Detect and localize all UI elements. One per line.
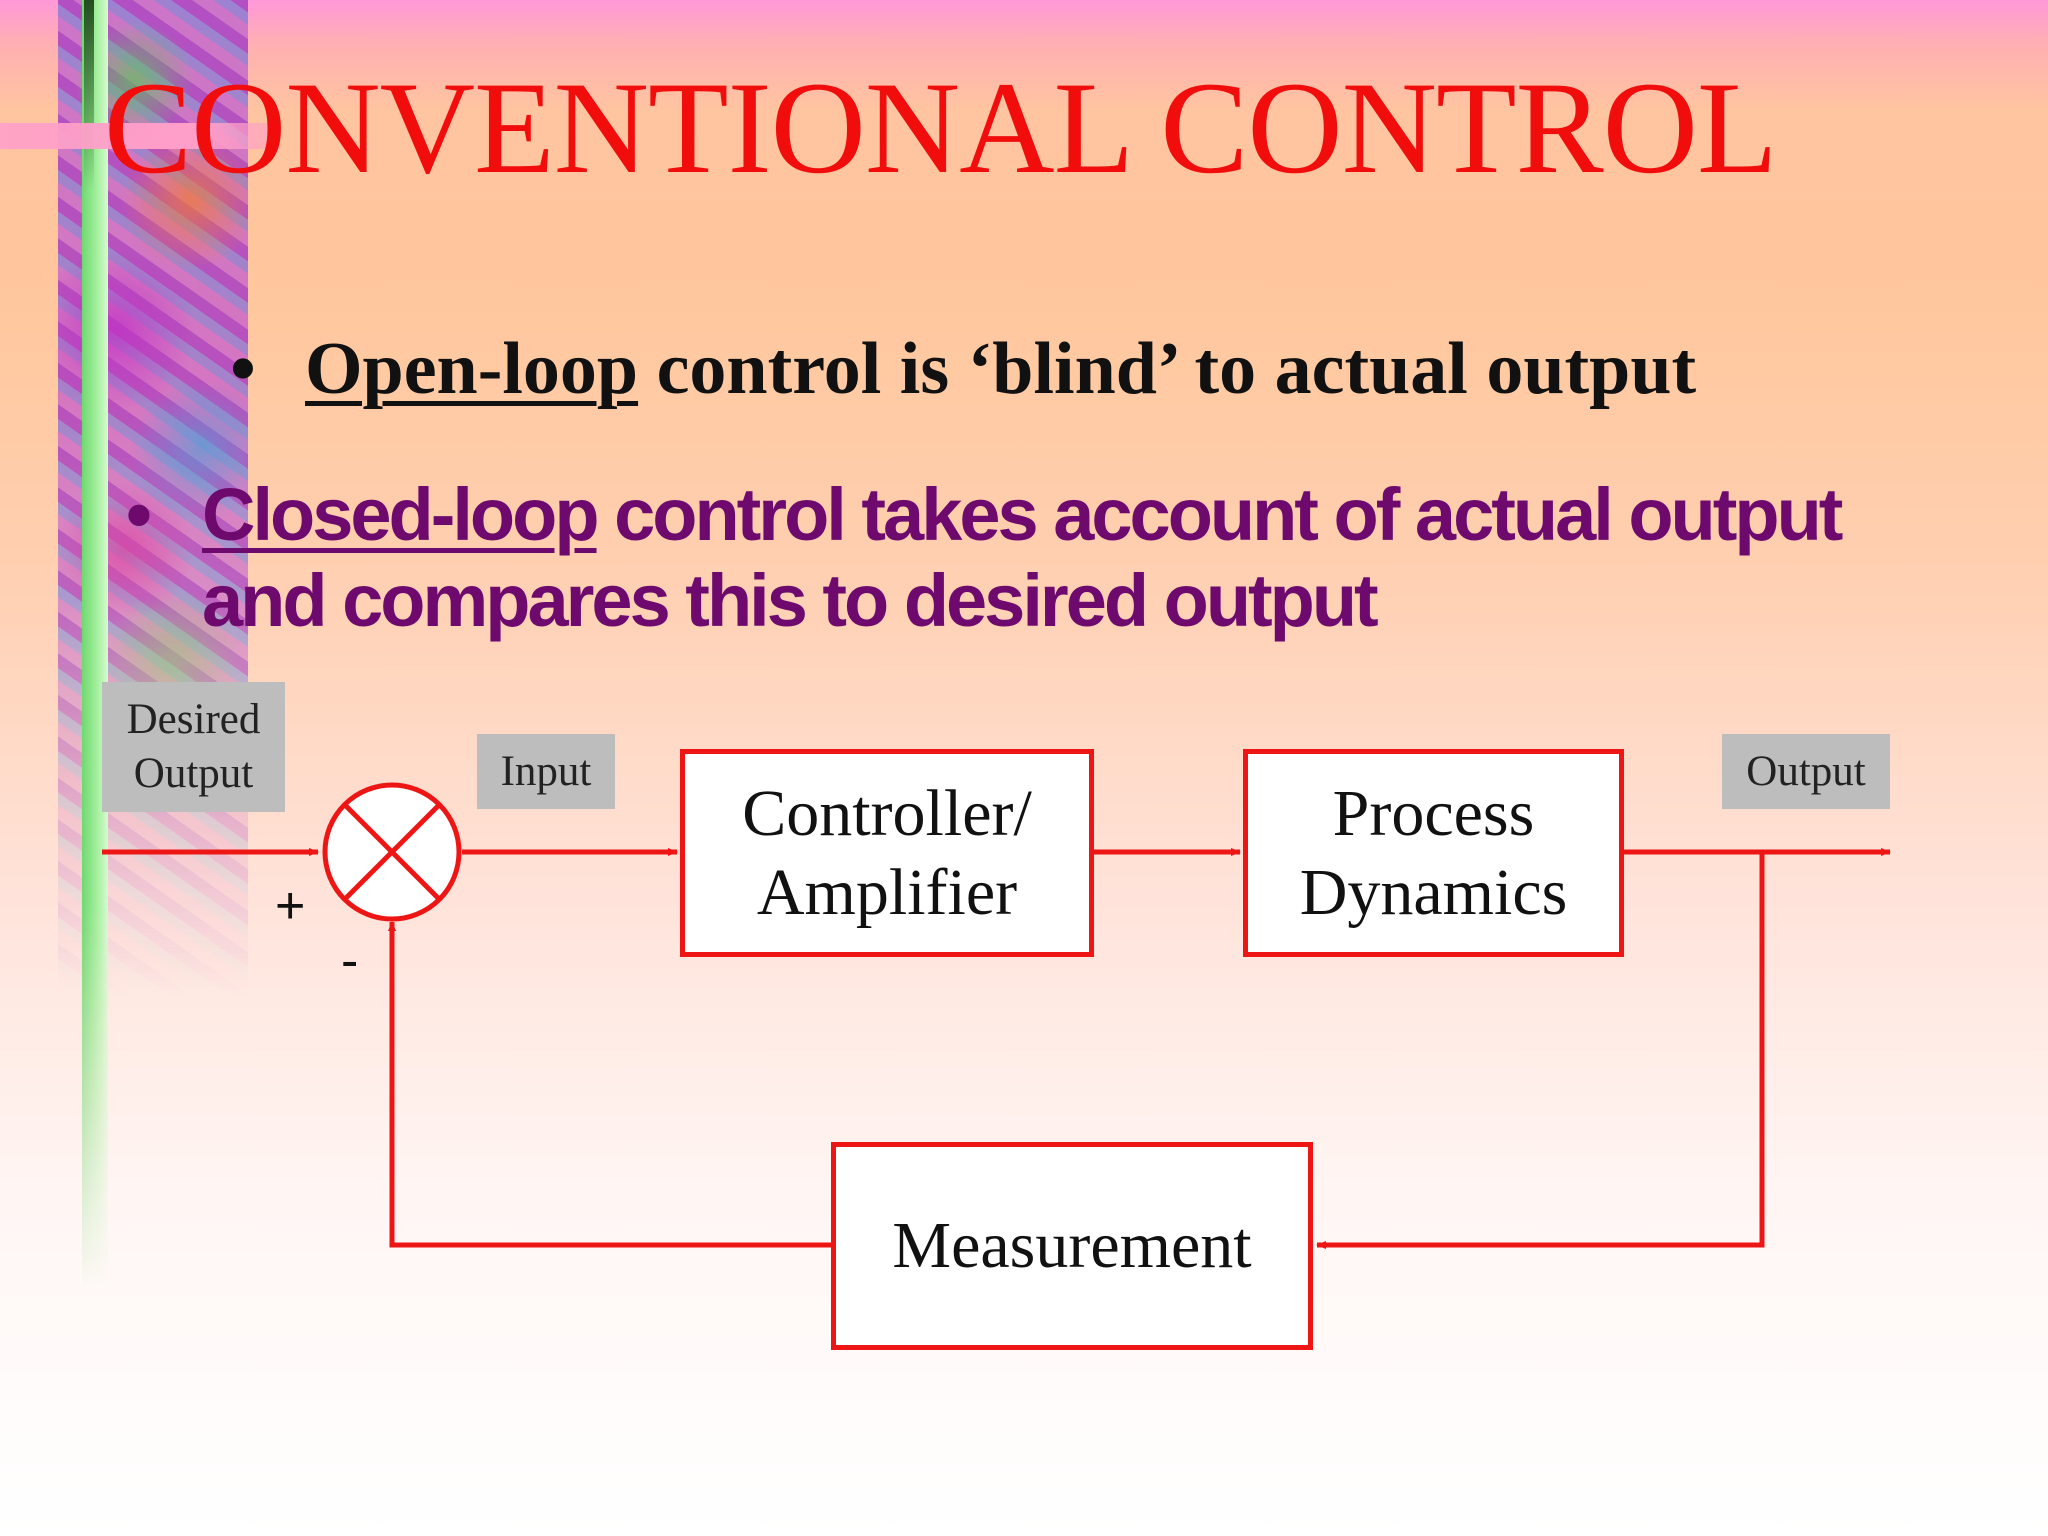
process-dynamics-block: Process Dynamics (1243, 749, 1624, 957)
bullet-open-loop: •Open-loop control is ‘blind’ to actual … (230, 332, 1696, 406)
plus-sign: + (275, 877, 306, 935)
open-loop-term: Open-loop (305, 328, 639, 410)
decorative-green-bar (82, 0, 108, 1290)
closed-loop-text-line1: control takes account of actual output (596, 473, 1843, 556)
minus-sign: - (341, 932, 359, 990)
bullet-closed-loop: • Closed-loop control takes account of ac… (126, 472, 1926, 644)
desired-output-label: Desired Output (102, 682, 285, 812)
input-label: Input (477, 734, 615, 809)
controller-amplifier-block: Controller/ Amplifier (680, 749, 1094, 957)
output-label: Output (1722, 734, 1890, 809)
closed-loop-term: Closed-loop (202, 473, 600, 556)
decorative-dark-bar (84, 0, 94, 190)
closed-loop-text-line2: and compares this to desired output (202, 559, 1379, 642)
open-loop-text: control is ‘blind’ to actual output (638, 328, 1697, 410)
bullet-marker: • (230, 328, 256, 410)
measurement-block: Measurement (831, 1142, 1313, 1350)
decorative-pink-bar (0, 123, 280, 149)
feedback-path-to-measurement (1316, 852, 1765, 1249)
feedback-path-to-comparator (388, 921, 831, 1248)
slide-title: CONVENTIONAL CONTROL (104, 54, 1778, 201)
summing-junction-icon (322, 782, 462, 922)
bullet-marker: • (126, 473, 152, 556)
